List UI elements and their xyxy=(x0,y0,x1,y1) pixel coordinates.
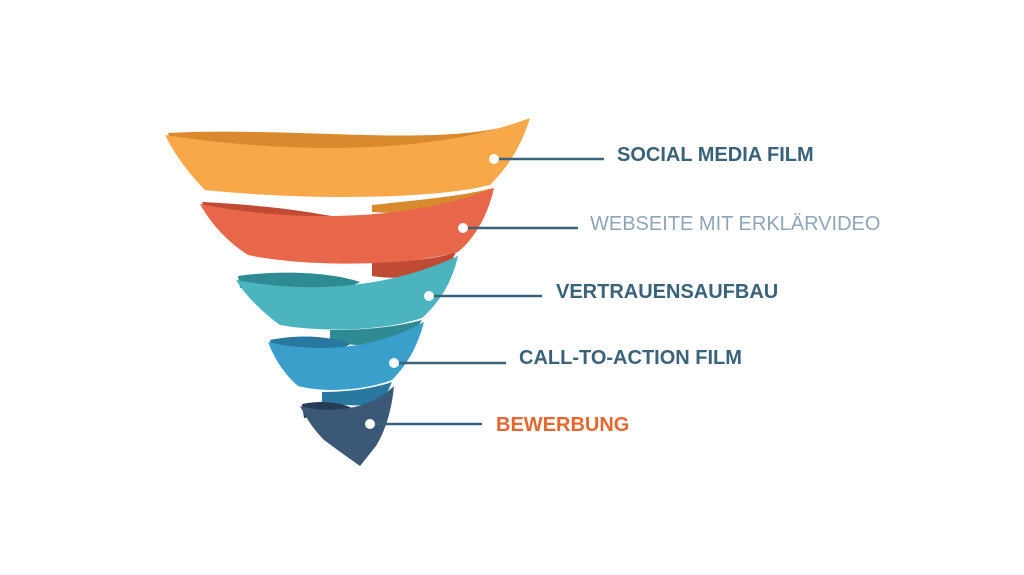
funnel-band-4 xyxy=(268,322,424,390)
funnel-band-4-tail xyxy=(322,382,392,406)
connector-dot xyxy=(424,291,434,301)
connector-dot xyxy=(389,358,399,368)
stage-label-webseite-mit-erklaervideo: WEBSEITE MIT ERKLÄRVIDEO xyxy=(590,213,880,235)
stage-label-bewerbung: BEWERBUNG xyxy=(496,414,629,436)
connector-5 xyxy=(365,419,482,429)
connector-4 xyxy=(389,358,506,368)
funnel-band-2 xyxy=(200,188,494,264)
funnel-band-5 xyxy=(300,386,394,466)
connector-2 xyxy=(458,223,578,233)
connector-dot xyxy=(365,419,375,429)
stage-label-vertrauensaufbau: VERTRAUENSAUFBAU xyxy=(556,281,778,303)
stage-label-social-media-film: SOCIAL MEDIA FILM xyxy=(617,144,814,166)
funnel-band-1 xyxy=(165,118,530,197)
connector-dot xyxy=(458,223,468,233)
funnel-band-3 xyxy=(236,256,458,330)
connector-3 xyxy=(424,291,542,301)
stage-label-call-to-action-film: CALL-TO-ACTION FILM xyxy=(519,347,742,369)
connector-dot xyxy=(489,154,499,164)
connector-1 xyxy=(489,154,604,164)
